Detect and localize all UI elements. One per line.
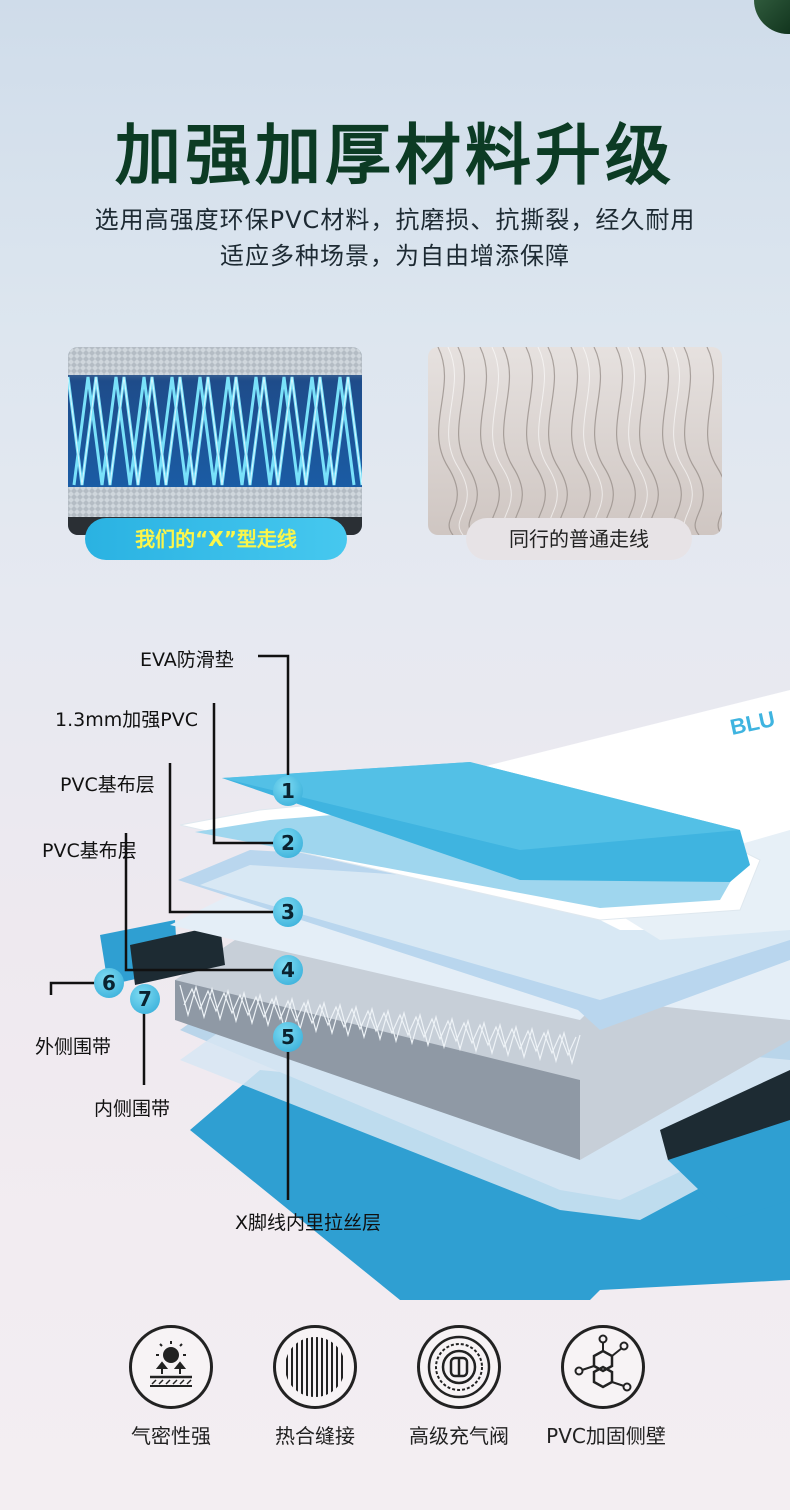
molecule-icon bbox=[561, 1325, 645, 1409]
ordinary-stitch-photo bbox=[428, 347, 722, 535]
others-stitch-label: 同行的普通走线 bbox=[466, 518, 692, 560]
subtitle-line-1: 选用高强度环保PVC材料，抗磨损、抗撕裂，经久耐用 bbox=[94, 206, 696, 234]
x-stitch-photo bbox=[68, 347, 362, 535]
layer-label-4: PVC基布层 bbox=[42, 840, 137, 862]
layer-label-2: 1.3mm加强PVC bbox=[55, 709, 198, 731]
corner-decoration bbox=[754, 0, 790, 34]
ours-stitch-label: 我们的“X”型走线 bbox=[85, 518, 347, 560]
layer-badge-6: 6 bbox=[94, 968, 124, 998]
airtight-icon bbox=[129, 1325, 213, 1409]
feature-label-valve: 高级充气阀 bbox=[409, 1424, 509, 1448]
layer-badge-3: 3 bbox=[273, 897, 303, 927]
layer-badge-5: 5 bbox=[273, 1022, 303, 1052]
layer-label-1: EVA防滑垫 bbox=[140, 649, 234, 671]
layer-badge-4: 4 bbox=[273, 955, 303, 985]
layer-label-7: 内侧围带 bbox=[94, 1098, 171, 1120]
layer-badge-7: 7 bbox=[130, 984, 160, 1014]
page-title: 加强加厚材料升级 bbox=[115, 117, 675, 194]
layer-illustration: BLU bbox=[49, 654, 790, 1300]
feature-label-airtight: 气密性强 bbox=[131, 1424, 211, 1448]
subtitle-line-2: 适应多种场景，为自由增添保障 bbox=[220, 242, 570, 270]
ours-label-suffix: 型走线 bbox=[236, 527, 297, 551]
layer-badge-2: 2 bbox=[273, 828, 303, 858]
ours-label-highlight: “X” bbox=[195, 527, 237, 551]
layer-diagram: BLU EVA防滑垫 1.3mm加强PVC PVC基布层 PVC基布层 外侧围带… bbox=[0, 600, 790, 1300]
heat-seal-icon bbox=[273, 1325, 357, 1409]
layer-badge-1: 1 bbox=[273, 776, 303, 806]
valve-icon bbox=[417, 1325, 501, 1409]
feature-label-heat-seal: 热合缝接 bbox=[275, 1424, 355, 1448]
layer-label-6: 外侧围带 bbox=[35, 1036, 112, 1058]
layer-label-3: PVC基布层 bbox=[60, 774, 155, 796]
ours-label-prefix: 我们的 bbox=[135, 527, 196, 551]
feature-label-sidewall: PVC加固侧壁 bbox=[546, 1424, 666, 1448]
layer-label-5: X脚线内里拉丝层 bbox=[235, 1212, 382, 1234]
